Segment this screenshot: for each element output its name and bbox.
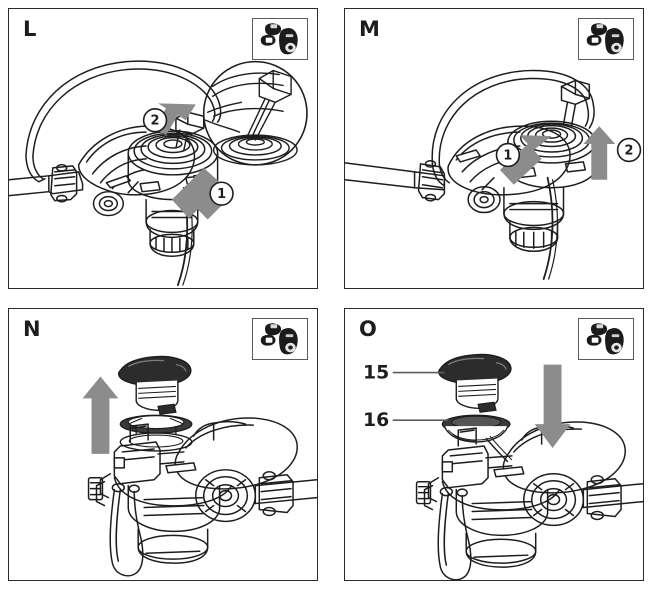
detached-cap-part [438, 353, 512, 413]
panel-M-illustration: 1 2 [345, 9, 643, 288]
callout-label-2: 2 [625, 143, 634, 158]
arrow-down-icon [534, 364, 571, 448]
detached-cap-part [118, 355, 192, 415]
inset-thumbnail-L [252, 18, 308, 60]
callout-label-1: 1 [217, 187, 226, 202]
inset-thumbnail-N [252, 318, 308, 360]
panel-O-illustration: 15 16 [345, 309, 643, 580]
panel-O: O [344, 308, 644, 581]
arrow-diagonal-icon-1 [499, 135, 552, 185]
panel-letter-O: O [359, 317, 377, 341]
panel-N-illustration [9, 309, 317, 580]
panel-L-illustration: 1 2 [9, 9, 317, 288]
tool-parts-thumbnail-icon [586, 23, 624, 55]
trimmer-head-install-drawing-M: 1 2 [345, 69, 642, 280]
tool-parts-thumbnail-icon [586, 323, 624, 355]
panel-L: L [8, 8, 318, 289]
part-label-16: 16 [363, 409, 449, 431]
part-label-15: 15 [363, 361, 445, 383]
arrow-diagonal-icon-1 [171, 167, 224, 220]
arrow-up-icon [82, 376, 119, 454]
callout-label-2: 2 [151, 114, 160, 129]
panel-letter-N: N [23, 317, 41, 341]
arrow-up-icon [583, 126, 616, 180]
callout-label-1: 1 [503, 148, 512, 163]
callout-circle-2: 2 [616, 137, 642, 163]
panel-N: N [8, 308, 318, 581]
panel-letter-L: L [23, 17, 37, 41]
tool-parts-thumbnail-icon [260, 23, 298, 55]
panel-letter-M: M [359, 17, 380, 41]
tool-parts-thumbnail-icon [260, 323, 298, 355]
callout-circle-1: 1 [209, 181, 234, 206]
callout-circle-1: 1 [495, 142, 521, 168]
detached-spool-part [119, 414, 193, 452]
inset-thumbnail-M [578, 18, 634, 60]
callout-circle-2: 2 [142, 107, 168, 133]
trimmer-head-install-drawing-L: 1 2 [9, 60, 308, 286]
part-label-16-text: 16 [363, 409, 389, 431]
trimmer-head-install-drawing-O: 15 16 [363, 353, 643, 580]
detached-spool-part [441, 414, 513, 463]
trimmer-head-removal-drawing-N [82, 355, 317, 577]
panel-M: M [344, 8, 644, 289]
inset-thumbnail-O [578, 318, 634, 360]
part-label-15-text: 15 [363, 361, 389, 383]
